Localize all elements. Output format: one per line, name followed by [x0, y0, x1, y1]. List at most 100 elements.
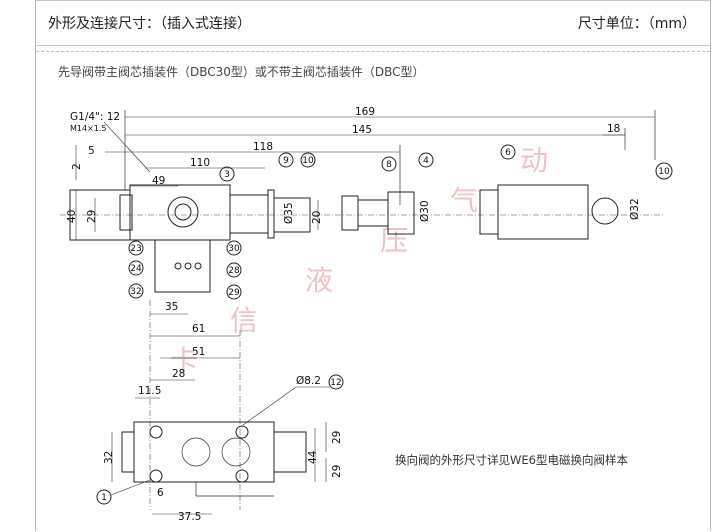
bolt-hole — [194, 262, 202, 270]
balloon-29-label: 29 — [228, 288, 240, 298]
thread-leader — [103, 121, 151, 173]
balloon-3 — [219, 166, 235, 182]
housing-flange — [267, 189, 275, 239]
watermark-char: 卡 — [170, 344, 198, 377]
dim-28: 28 — [172, 368, 185, 380]
spool-housing — [229, 194, 269, 234]
dim-phi35: Ø35 — [283, 202, 295, 224]
hex-nut — [479, 189, 499, 235]
dim-29-left: 29 — [86, 210, 98, 223]
side-extension — [273, 431, 307, 473]
knob-cap — [341, 195, 359, 231]
balloon-10-label: 10 — [658, 167, 670, 177]
mount-hole — [235, 469, 249, 483]
balloon-30-label: 30 — [228, 244, 240, 254]
dashed-divider — [36, 51, 710, 52]
port-outline — [181, 437, 211, 467]
knob-shaft — [357, 199, 389, 227]
balloon-23 — [128, 240, 144, 256]
balloon-29 — [226, 284, 242, 300]
dim-35: 35 — [165, 301, 178, 313]
mount-hole — [149, 425, 163, 439]
dim-51: 51 — [192, 346, 205, 358]
watermark: 卡 信 液 压 气 动 — [170, 144, 548, 377]
balloon-9 — [300, 152, 316, 168]
port-circle — [167, 196, 199, 228]
dim-169: 169 — [355, 106, 375, 118]
dim-29a: 29 — [331, 431, 343, 444]
knob-grip — [387, 191, 415, 235]
dim-11-5: 11.5 — [138, 385, 161, 397]
dim-2: 2 — [71, 163, 83, 170]
dim-5: 5 — [88, 145, 95, 157]
top-view-body: Ø35 20 Ø30 Ø32 — [69, 184, 641, 293]
dim-49: 49 — [152, 175, 165, 187]
balloon-24-label: 24 — [130, 264, 142, 274]
dim-29b: 29 — [331, 465, 343, 478]
balloon-4 — [418, 152, 434, 168]
dim-44: 44 — [307, 450, 319, 464]
watermark-char: 动 — [520, 144, 548, 177]
dim-32: 32 — [103, 451, 115, 464]
dim-phi30: Ø30 — [419, 200, 431, 222]
phi-leader — [242, 386, 297, 426]
drawing-subtitle: 先导阀带主阀芯插装件（DBC30型）或不带主阀芯插装件（DBC型） — [58, 65, 425, 79]
dim-61: 61 — [192, 323, 205, 335]
end-circle — [591, 197, 619, 225]
watermark-char: 信 — [230, 304, 258, 337]
balloon-12-label: 12 — [330, 378, 341, 388]
balloon-32-label: 32 — [130, 287, 141, 297]
cartridge-body — [497, 184, 589, 240]
balloon-8 — [381, 156, 397, 172]
valve-body-bottom — [133, 421, 275, 483]
balloon-5-label: 9 — [283, 156, 289, 166]
balloon-12 — [328, 374, 344, 390]
flange — [119, 194, 133, 231]
balloon-28-label: 28 — [228, 266, 240, 276]
balloon-3-label: 3 — [224, 170, 230, 180]
balloon-32 — [128, 283, 144, 299]
balloon-30 — [226, 240, 242, 256]
balloon-24 — [128, 260, 144, 276]
thread-label: G1/4": 12 — [70, 111, 120, 123]
header-title: 外形及连接尺寸：（插入式连接） — [48, 16, 251, 32]
reference-note: 换向阀的外形尺寸详见WE6型电磁换向阀样本 — [395, 453, 628, 467]
balloon-10 — [655, 162, 673, 180]
balloon-4-label: 4 — [423, 156, 429, 166]
dim-phi8-2: Ø8.2 — [296, 375, 321, 387]
balloon-23-label: 23 — [130, 244, 141, 254]
valve-body-top — [129, 184, 231, 241]
balloons-top: 3 9 10 8 4 6 10 23 24 32 30 28 29 — [128, 144, 673, 300]
dim-20: 20 — [311, 211, 323, 224]
port-outline — [221, 437, 251, 467]
dim-37-5: 37.5 — [178, 511, 201, 523]
base-outline — [195, 482, 274, 497]
balloon-leader — [110, 479, 151, 496]
dim-145: 145 — [352, 124, 372, 136]
header-bar: 外形及连接尺寸：（插入式连接） 尺寸单位：（mm） — [36, 0, 710, 46]
balloon-1 — [96, 489, 112, 505]
header-unit: 尺寸单位：（mm） — [577, 16, 696, 32]
balloon-5 — [278, 152, 294, 168]
side-lug — [121, 431, 135, 473]
port-circle-inner — [174, 203, 192, 221]
bottom-view-body — [121, 421, 307, 497]
dim-40: 40 — [66, 210, 78, 223]
dim-phi32: Ø32 — [629, 198, 641, 220]
watermark-char: 压 — [380, 224, 408, 257]
balloon-1-label: 1 — [101, 493, 107, 503]
dim-118: 118 — [253, 141, 273, 153]
dim-6: 6 — [157, 487, 164, 499]
mount-hole — [149, 469, 163, 483]
balloon-28 — [226, 262, 242, 278]
balloon-8-label: 8 — [386, 160, 392, 170]
drawing-frame — [35, 0, 711, 531]
balloon-9-label: 10 — [302, 156, 314, 166]
bolt-hole — [174, 262, 182, 270]
thread-sub-label: M14×1.5 — [70, 124, 107, 133]
balloon-6-label: 6 — [505, 148, 511, 158]
bolt-hole — [184, 262, 192, 270]
dim-18: 18 — [607, 123, 620, 135]
dim-110: 110 — [190, 157, 210, 169]
